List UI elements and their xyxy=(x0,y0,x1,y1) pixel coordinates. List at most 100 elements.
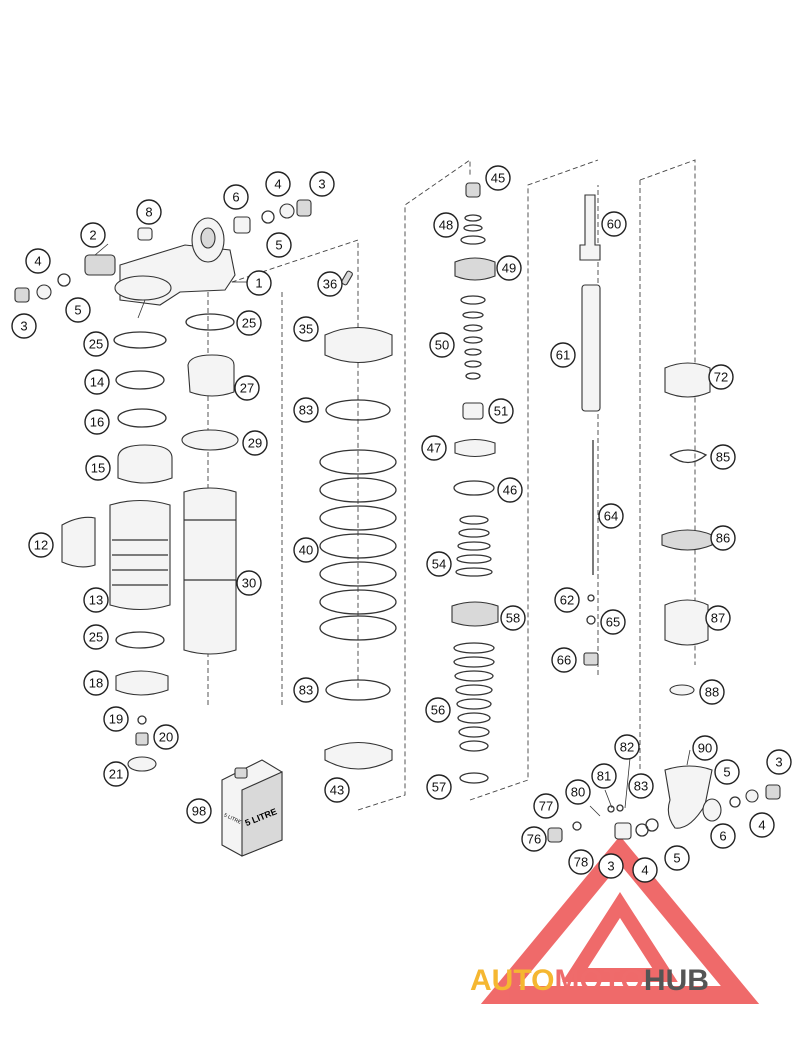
svg-text:AUTOMOTOHUB: AUTOMOTOHUB xyxy=(470,964,709,997)
svg-text:12: 12 xyxy=(34,538,48,553)
shim-stack-middle xyxy=(455,515,493,577)
bump-rubber xyxy=(664,599,709,646)
oil-canister: 5 LITRE 5 LITRE xyxy=(221,759,283,857)
svg-text:15: 15 xyxy=(91,461,105,476)
svg-text:18: 18 xyxy=(89,676,103,691)
callout-1: 1 xyxy=(246,270,272,296)
callout-78: 78 xyxy=(568,849,594,875)
damper-cap xyxy=(187,354,235,397)
callout-61: 61 xyxy=(550,342,576,368)
svg-text:49: 49 xyxy=(502,261,516,276)
callout-60: 60 xyxy=(601,211,627,237)
svg-text:25: 25 xyxy=(89,630,103,645)
callout-6-right: 6 xyxy=(710,823,736,849)
svg-text:4: 4 xyxy=(641,863,648,878)
svg-text:25: 25 xyxy=(89,337,103,352)
svg-text:20: 20 xyxy=(159,730,173,745)
callout-5: 5 xyxy=(266,232,292,258)
svg-text:1: 1 xyxy=(255,276,262,291)
callout-66: 66 xyxy=(551,647,577,673)
damper-body-tube xyxy=(183,487,237,655)
callout-3-left: 3 xyxy=(11,313,37,339)
svg-text:8: 8 xyxy=(145,205,152,220)
svg-text:25: 25 xyxy=(242,316,256,331)
callout-79: 80 xyxy=(565,779,591,805)
callout-36: 36 xyxy=(317,271,343,297)
watermark-auto: AUTO xyxy=(470,964,554,997)
svg-text:90: 90 xyxy=(698,741,712,756)
svg-text:77: 77 xyxy=(539,799,553,814)
callout-47: 47 xyxy=(421,435,447,461)
callout-16: 16 xyxy=(84,409,110,435)
svg-text:86: 86 xyxy=(716,531,730,546)
watermark-triangle xyxy=(480,835,760,1004)
callout-3-right: 3 xyxy=(766,749,792,775)
svg-text:83: 83 xyxy=(634,779,648,794)
callout-14: 14 xyxy=(84,369,110,395)
callout-29: 29 xyxy=(242,430,268,456)
piston-rod xyxy=(581,284,601,412)
svg-text:87: 87 xyxy=(711,611,725,626)
svg-text:48: 48 xyxy=(439,218,453,233)
svg-text:13: 13 xyxy=(89,593,103,608)
svg-text:35: 35 xyxy=(299,322,313,337)
svg-text:3: 3 xyxy=(775,755,782,770)
svg-text:43: 43 xyxy=(330,783,344,798)
preload-nut xyxy=(324,327,393,363)
callout-49: 49 xyxy=(496,255,522,281)
svg-text:81: 81 xyxy=(597,769,611,784)
callout-8: 8 xyxy=(136,199,162,225)
callout-86: 86 xyxy=(710,525,736,551)
reservoir-assembly xyxy=(14,199,312,772)
callout-5-right: 5 xyxy=(714,759,740,785)
watermark-moto: MOTO xyxy=(554,964,643,997)
callout-40: 40 xyxy=(293,537,319,563)
callout-72: 72 xyxy=(708,364,734,390)
callout-4-lower: 4 xyxy=(632,857,658,883)
svg-text:76: 76 xyxy=(527,832,541,847)
svg-text:3: 3 xyxy=(607,859,614,874)
svg-text:45: 45 xyxy=(491,171,505,186)
svg-text:47: 47 xyxy=(427,441,441,456)
shim-stack-upper xyxy=(460,295,486,380)
adjuster-valve xyxy=(84,254,116,276)
callout-64: 64 xyxy=(598,503,624,529)
callout-58: 58 xyxy=(500,605,526,631)
callout-87: 87 xyxy=(705,605,731,631)
svg-text:2: 2 xyxy=(89,228,96,243)
svg-text:46: 46 xyxy=(503,483,517,498)
svg-text:54: 54 xyxy=(432,557,446,572)
svg-text:27: 27 xyxy=(240,381,254,396)
bumper-cup xyxy=(661,529,713,551)
callout-85: 85 xyxy=(710,444,736,470)
svg-text:5: 5 xyxy=(673,851,680,866)
callout-5-lower: 5 xyxy=(664,845,690,871)
callout-57: 57 xyxy=(426,774,452,800)
callout-43: 43 xyxy=(324,777,350,803)
callout-45: 45 xyxy=(485,165,511,191)
callout-98: 98 xyxy=(186,798,212,824)
svg-text:58: 58 xyxy=(506,611,520,626)
bleed-plug xyxy=(137,227,153,241)
svg-text:5: 5 xyxy=(723,765,730,780)
svg-text:4: 4 xyxy=(34,254,41,269)
svg-text:80: 80 xyxy=(571,785,585,800)
callout-54: 54 xyxy=(426,551,452,577)
svg-text:98: 98 xyxy=(192,804,206,819)
svg-text:3: 3 xyxy=(20,319,27,334)
callout-35: 35 xyxy=(293,316,319,342)
cover-shell xyxy=(61,516,96,568)
piston-rod-assembly xyxy=(579,194,601,666)
callout-46: 46 xyxy=(497,477,523,503)
svg-text:72: 72 xyxy=(714,370,728,385)
svg-text:5: 5 xyxy=(74,303,81,318)
callout-65: 65 xyxy=(600,609,626,635)
seal-head xyxy=(664,362,711,398)
assembly-outlines xyxy=(207,159,696,811)
callout-77: 77 xyxy=(533,793,559,819)
svg-text:16: 16 xyxy=(90,415,104,430)
svg-text:51: 51 xyxy=(494,404,508,419)
svg-text:30: 30 xyxy=(242,576,256,591)
callout-80: 81 xyxy=(591,763,617,789)
